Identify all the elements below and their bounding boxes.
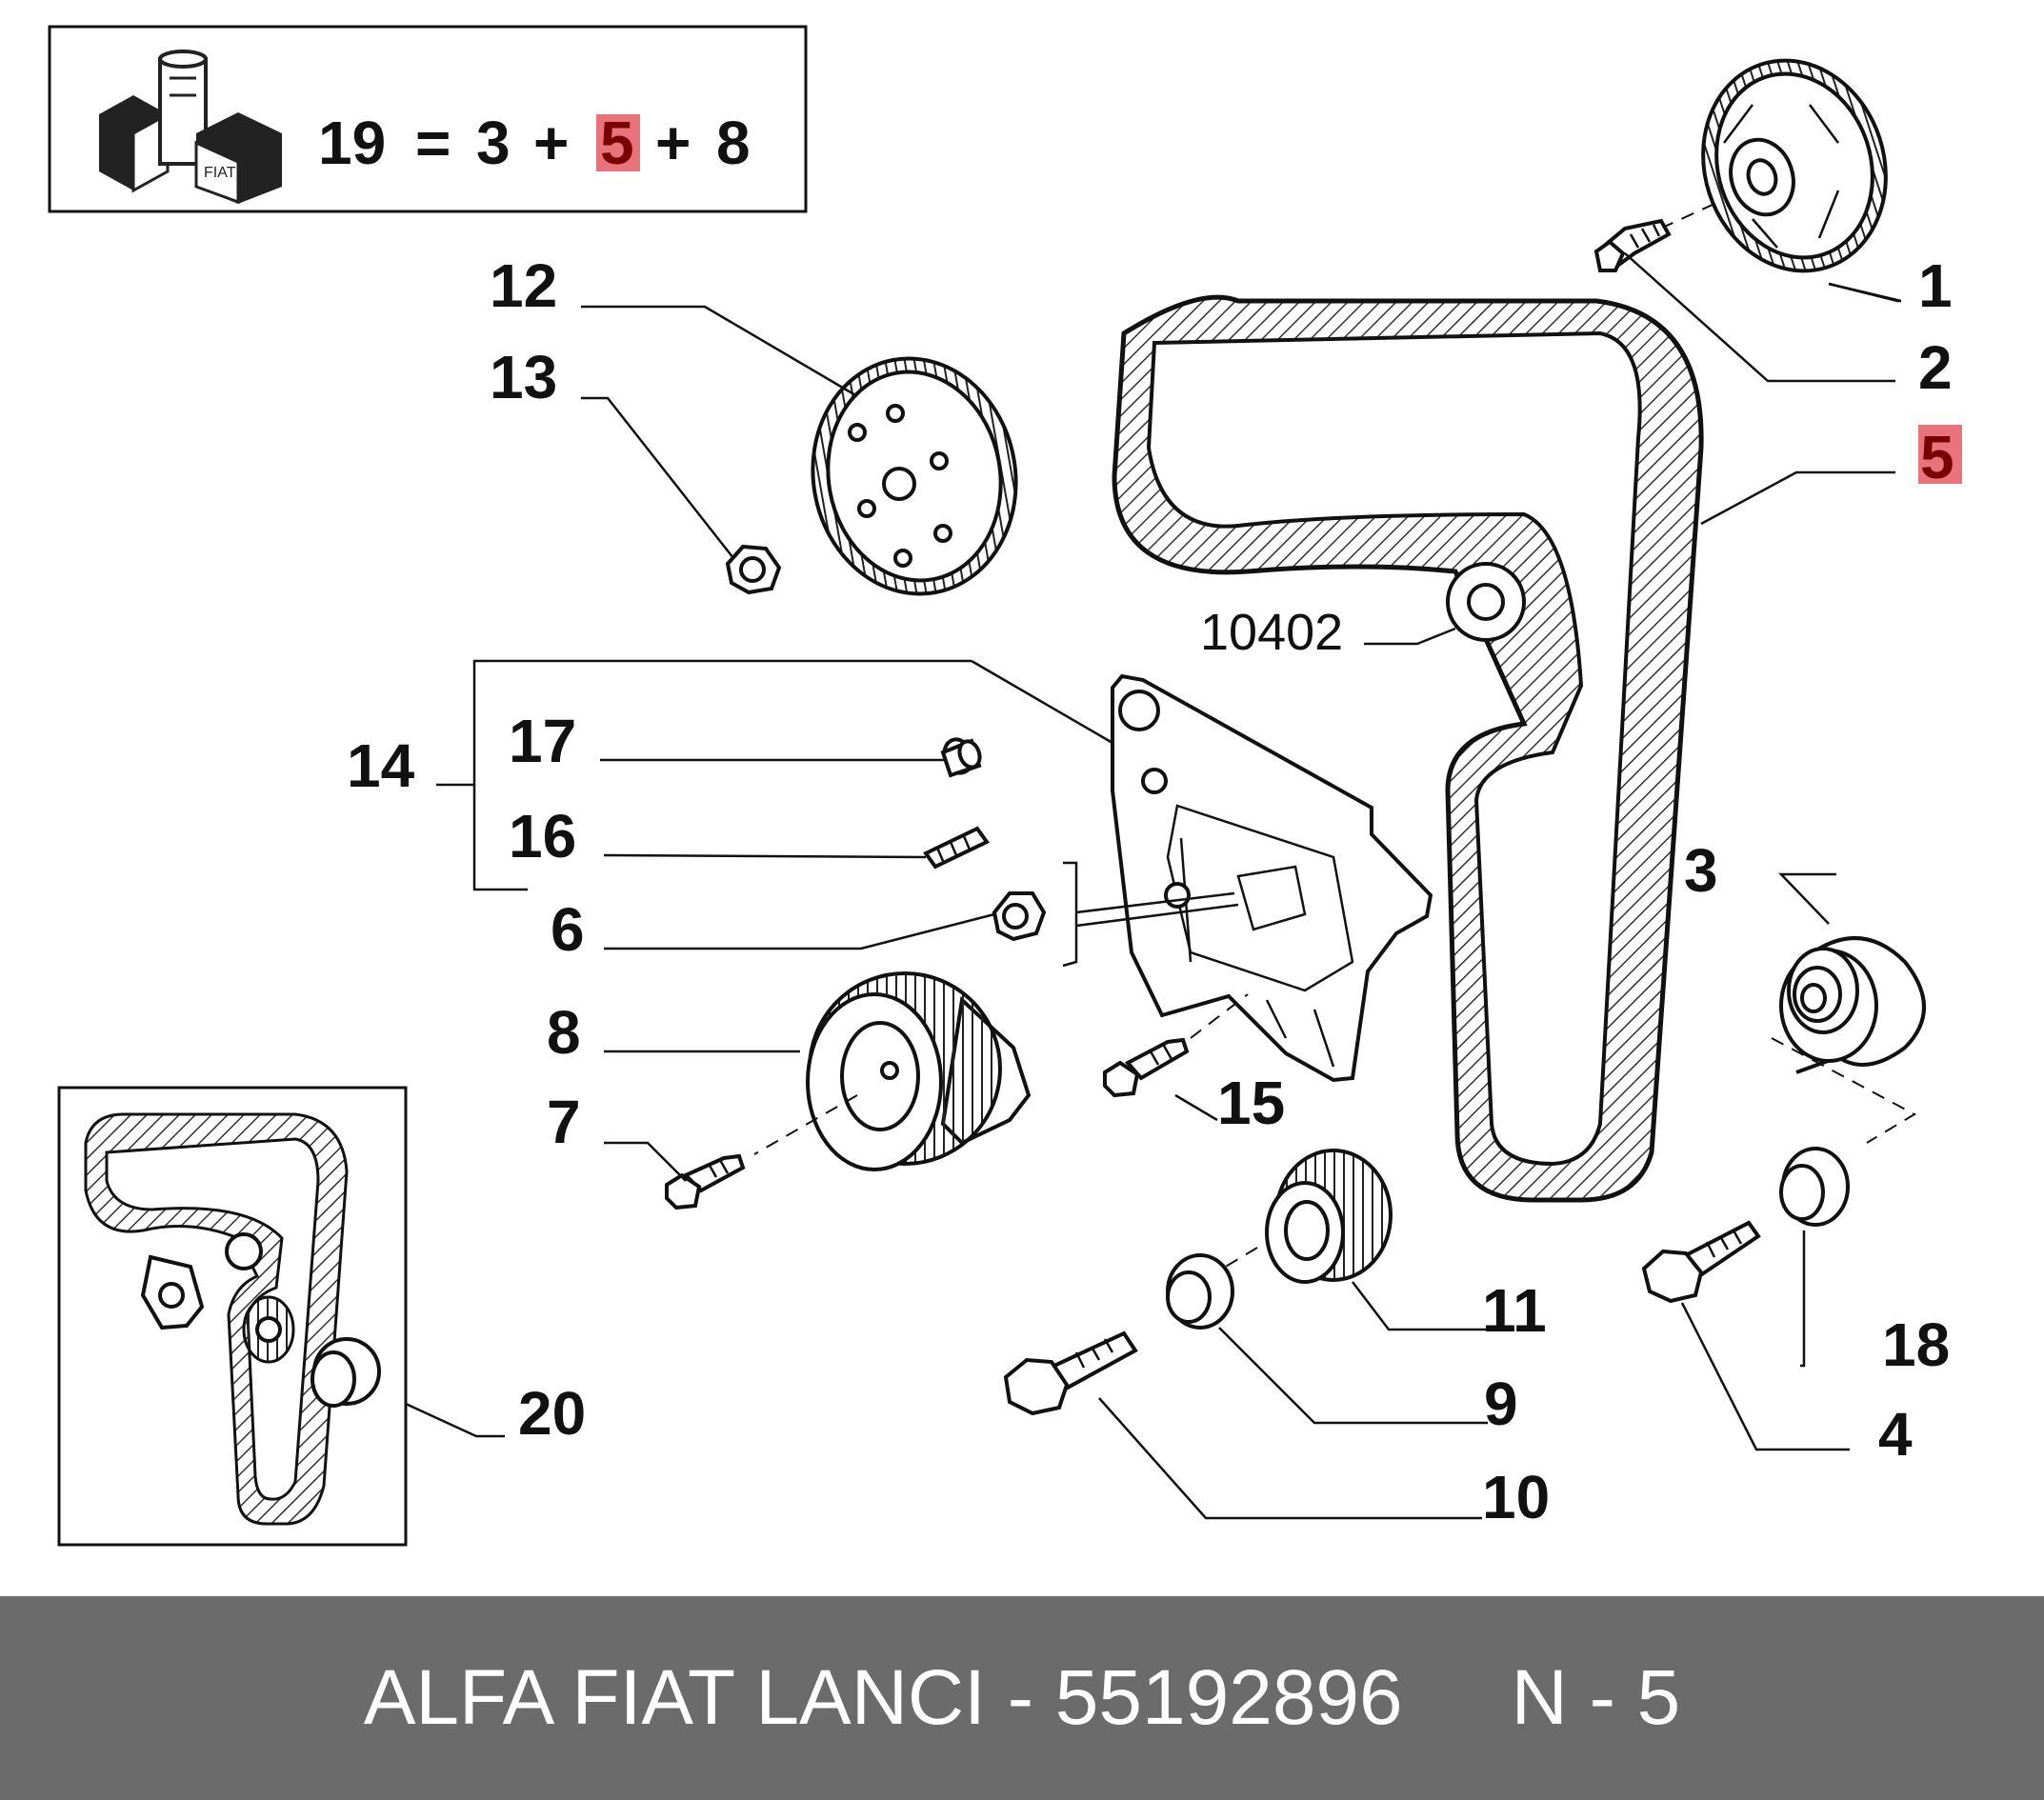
bolt-10: [1003, 1330, 1138, 1416]
callout-12: 12: [490, 251, 557, 320]
stud-16: [922, 826, 991, 870]
callout-labels: 1 2 5 12 13 10402 14 17 16 6 3 8 15 7 11…: [347, 251, 1962, 1531]
kit-icon-label-1: FIAT: [204, 165, 236, 181]
callout-17: 17: [509, 707, 576, 775]
kit-formula-b: 5: [600, 109, 634, 177]
kit-formula: 19 = 3 + 5 + 8: [318, 109, 751, 177]
callout-7: 7: [547, 1088, 581, 1156]
callout-18: 18: [1882, 1310, 1950, 1379]
kit-formula-equals: =: [415, 109, 451, 177]
tensioner-bracket: [1111, 673, 1433, 1083]
footer-bar: ALFA FIAT LANCI - 55192896 N - 5: [0, 1596, 2044, 1800]
callout-9: 9: [1484, 1370, 1518, 1438]
footer-separator: -: [985, 1654, 1055, 1741]
bolt-15: [1103, 1037, 1190, 1098]
footer-ref: N - 5: [1511, 1654, 1681, 1741]
callout-16: 16: [509, 802, 576, 870]
callout-15: 15: [1217, 1069, 1285, 1137]
callout-14: 14: [347, 731, 415, 800]
bolt-2: [1593, 218, 1672, 272]
callout-5: 5: [1920, 423, 1954, 491]
callout-3: 3: [1684, 836, 1718, 905]
idler-roller-3: [1779, 936, 1926, 1074]
callout-10: 10: [1482, 1463, 1550, 1531]
bolt-4: [1641, 1220, 1761, 1304]
callout-11: 11: [1482, 1276, 1547, 1345]
washer-9: [1166, 1253, 1234, 1330]
callout-1: 1: [1918, 251, 1953, 320]
callout-13: 13: [490, 343, 557, 411]
kit-formula-box: FIAT FIAT 19 = 3 + 5 + 8: [48, 25, 808, 213]
tensioner-8: [806, 971, 1032, 1171]
idler-pulley-11: [1265, 1149, 1393, 1284]
nut-13: [725, 544, 782, 595]
leader-lines: [405, 252, 1902, 1520]
kit-box-icon: FIAT FIAT: [99, 50, 282, 205]
callout-6: 6: [551, 895, 585, 964]
callout-10402: 10402: [1200, 604, 1343, 661]
callout-5-highlight: [1918, 425, 1962, 484]
timing-belt: [1112, 294, 1704, 1203]
bolt-7: [665, 1153, 746, 1210]
callout-2: 2: [1918, 333, 1953, 402]
footer-brand: ALFA FIAT LANCI: [363, 1654, 986, 1741]
kit-formula-total: 19: [318, 109, 386, 177]
footer-spacer: [1403, 1653, 1512, 1743]
kit-formula-plus-1: +: [533, 109, 569, 177]
cam-pulley-1: [1701, 58, 1888, 273]
kit-formula-plus-2: +: [655, 109, 691, 177]
kit-formula-c: 8: [716, 109, 751, 177]
sleeve-17: [940, 737, 982, 778]
footer-part-number: 55192896: [1054, 1654, 1403, 1741]
kit-icon-label-2: FIAT: [110, 149, 125, 177]
callout-4: 4: [1878, 1400, 1913, 1469]
callout-20: 20: [518, 1379, 586, 1448]
nut-6: [992, 891, 1047, 942]
cam-pulley-12: [811, 356, 1018, 596]
timing-belt-exploded-diagram: FIAT FIAT 19 = 3 + 5 + 8: [48, 25, 1962, 1547]
inset-box-20: [57, 1086, 408, 1547]
kit-highlight-box: [596, 114, 640, 171]
callout-8: 8: [547, 998, 581, 1067]
kit-formula-a: 3: [476, 109, 511, 177]
washer-18: [1779, 1147, 1850, 1227]
